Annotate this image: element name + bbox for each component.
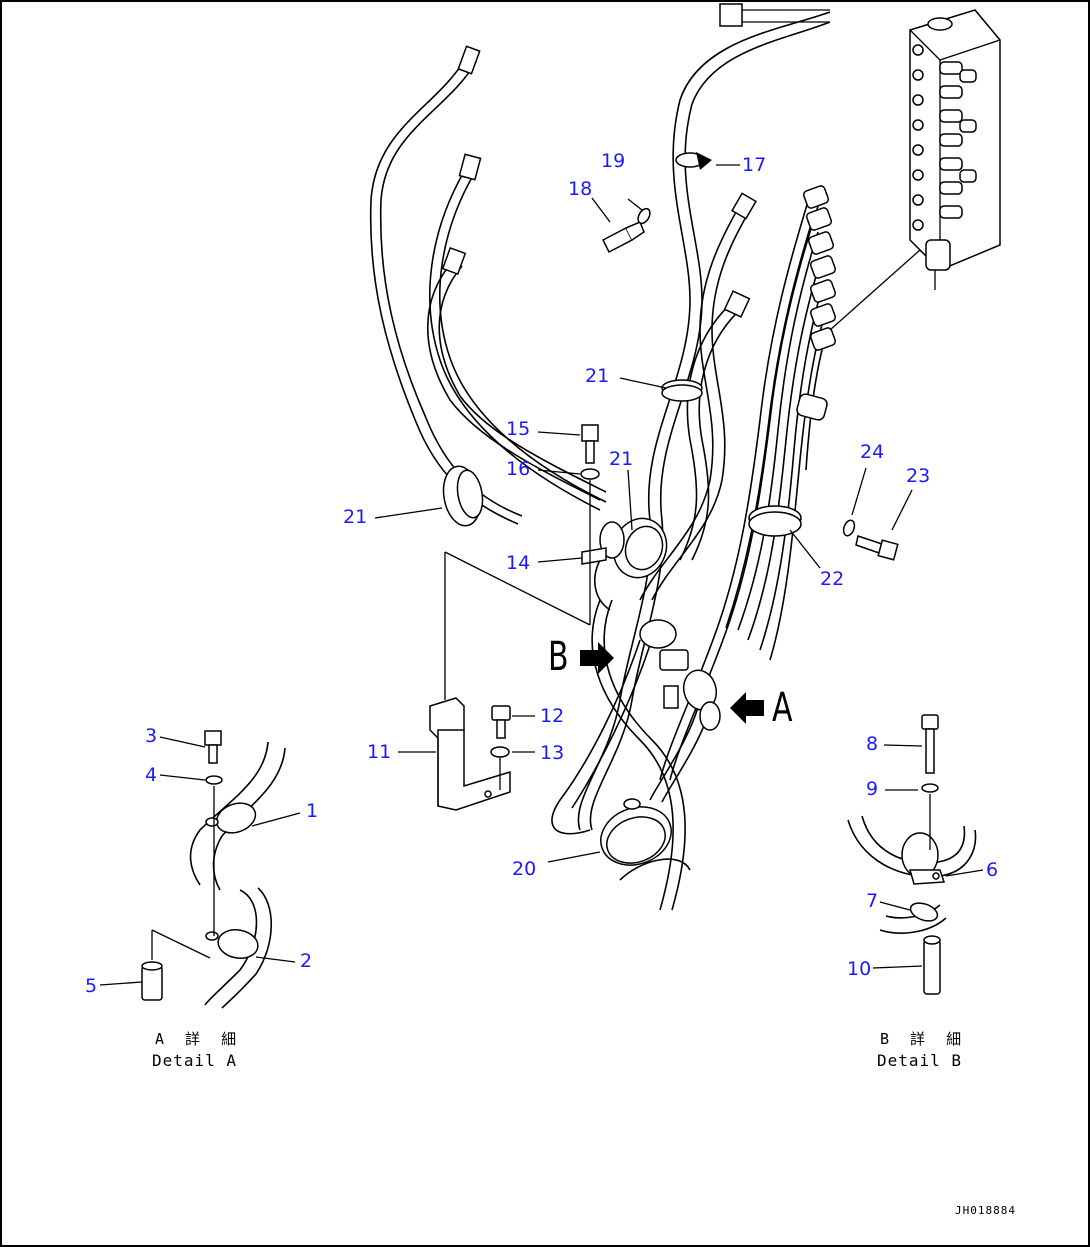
callout-19[interactable]: 19 (601, 150, 626, 172)
callout-21-left[interactable]: 21 (343, 506, 368, 528)
callout-14[interactable]: 14 (506, 552, 531, 574)
bolt-8 (921, 714, 939, 774)
callout-13[interactable]: 13 (540, 742, 565, 764)
detail-b-illustration (847, 714, 984, 995)
callout-17[interactable]: 17 (742, 154, 767, 176)
washer-9 (921, 783, 939, 793)
bolt-23 (855, 535, 899, 561)
detail-b-label-en: Detail B (877, 1051, 963, 1070)
leader-lines (374, 164, 913, 863)
callout-2[interactable]: 2 (300, 950, 313, 972)
callout-11[interactable]: 11 (367, 741, 392, 763)
callout-21-top[interactable]: 21 (585, 365, 610, 387)
callout-6[interactable]: 6 (986, 859, 999, 881)
detail-a-illustration (99, 730, 301, 1009)
bracket-11 (429, 697, 511, 811)
callout-24[interactable]: 24 (860, 441, 885, 463)
callout-12[interactable]: 12 (540, 705, 565, 727)
callout-1[interactable]: 1 (306, 800, 319, 822)
callout-23[interactable]: 23 (906, 465, 931, 487)
callout-18[interactable]: 18 (568, 178, 593, 200)
callout-9[interactable]: 9 (866, 778, 879, 800)
callout-21-center[interactable]: 21 (609, 448, 634, 470)
view-marker-b: B (548, 634, 569, 680)
arrow-b-icon (580, 642, 614, 674)
callout-3[interactable]: 3 (145, 725, 158, 747)
callout-22[interactable]: 22 (820, 568, 845, 590)
detail-a-label-en: Detail A (152, 1051, 238, 1070)
bolt-12 (491, 705, 511, 739)
spacer-5 (141, 961, 163, 1001)
bolt-3 (204, 730, 222, 764)
callout-5[interactable]: 5 (85, 975, 98, 997)
clamps-main (442, 152, 828, 866)
detail-b-label-jp: B 詳 細 (880, 1030, 968, 1048)
control-valve (829, 9, 1001, 331)
washer-19 (637, 207, 651, 225)
valve-fittings (802, 185, 837, 351)
callout-10[interactable]: 10 (847, 958, 872, 980)
callout-7[interactable]: 7 (866, 890, 879, 912)
view-marker-a: A (772, 685, 793, 731)
drawing-number: JH018884 (955, 1204, 1016, 1217)
bolt-18 (601, 221, 645, 254)
callout-4[interactable]: 4 (145, 764, 158, 786)
washer-24 (842, 519, 856, 537)
detail-a-label-jp: A 詳 細 (155, 1030, 243, 1048)
callout-16[interactable]: 16 (506, 458, 531, 480)
washer-4 (205, 775, 223, 785)
washer-13 (490, 746, 510, 758)
washer-16 (580, 468, 600, 480)
spacer-10 (923, 935, 941, 995)
callout-20[interactable]: 20 (512, 858, 537, 880)
callout-8[interactable]: 8 (866, 733, 879, 755)
bolt-15 (581, 424, 599, 464)
callout-15[interactable]: 15 (506, 418, 531, 440)
arrow-a-icon (730, 692, 764, 724)
